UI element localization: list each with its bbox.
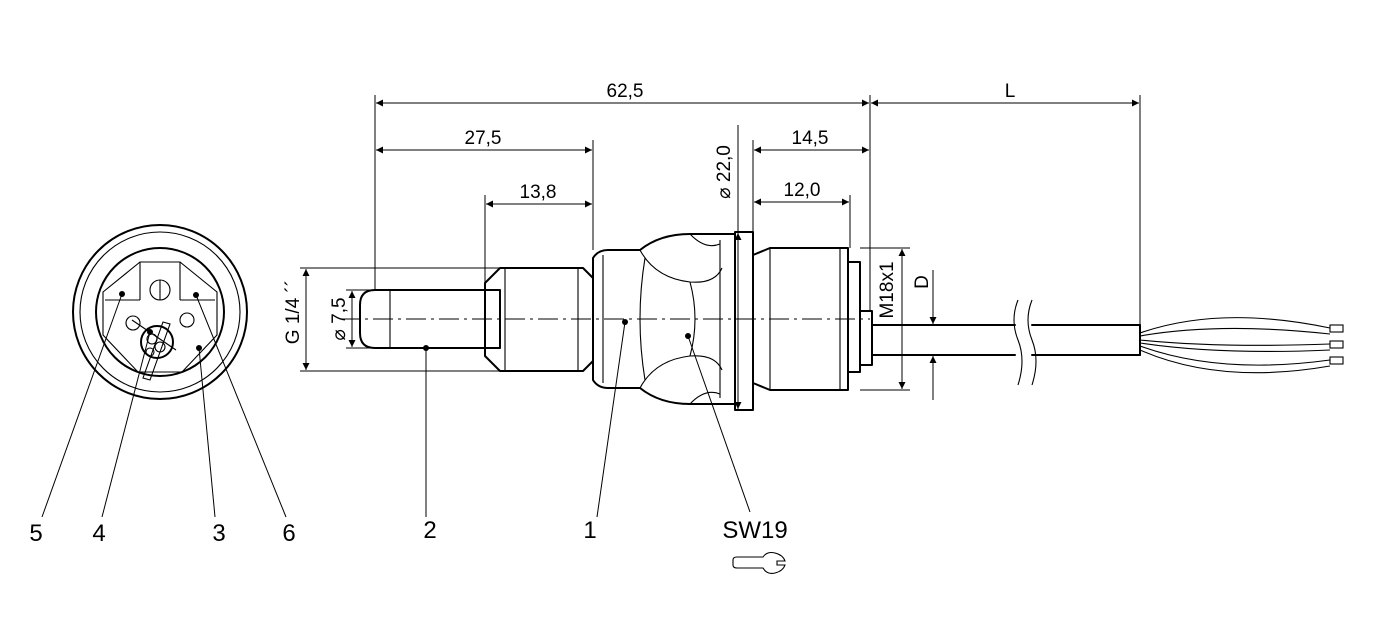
dim-probe-diameter: ⌀ 7,5: [329, 297, 350, 340]
dim-cable-diameter: D: [912, 275, 933, 289]
side-view: [340, 231, 1344, 518]
wrench-icon: [732, 551, 786, 574]
dim-process-thread: G 1/4 ´´: [283, 280, 304, 344]
dim-collar-diameter: ⌀ 22,0: [714, 145, 735, 199]
dim-connector-thread: M18x1: [877, 261, 898, 318]
dim-rear-length: 14,5: [792, 128, 829, 149]
callout-3: 3: [212, 520, 225, 547]
callout-1: 1: [583, 517, 596, 544]
dimension-lines: [300, 95, 1141, 409]
callout-4: 4: [92, 520, 105, 547]
dim-cable-length: L: [1005, 81, 1016, 102]
wrench-size-label: SW19: [722, 517, 787, 544]
callout-2: 2: [423, 517, 436, 544]
dim-thread-length: 13,8: [520, 182, 557, 203]
end-view: [41, 224, 287, 518]
dim-overall-length: 62,5: [607, 81, 644, 102]
callout-6: 6: [282, 520, 295, 547]
dim-front-length: 27,5: [465, 128, 502, 149]
callout-5: 5: [29, 520, 42, 547]
dim-rear-thread-length: 12,0: [784, 180, 821, 201]
